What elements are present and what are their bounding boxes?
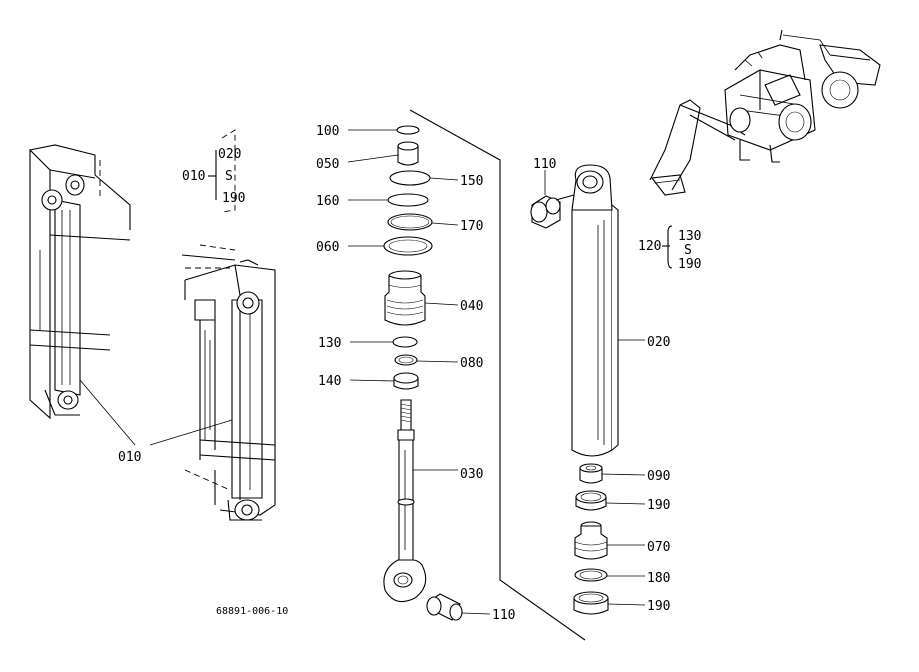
subgroup-from-label: 130 [678,229,701,244]
part-label-060: 060 [316,240,339,255]
part-090-shape [579,463,603,484]
part-label-190-upper: 190 [647,498,670,513]
part-040-shape [384,270,426,326]
group-callout: 010 020 S 190 [182,129,245,213]
part-label-160: 160 [316,194,339,209]
part-130-shape [392,336,418,348]
assembly-label: 010 [118,450,141,465]
part-110-upper-shape [530,195,561,229]
assembly-bracket-line [409,109,586,641]
part-label-020: 020 [647,335,670,350]
part-label-090: 090 [647,469,670,484]
part-label-100: 100 [316,124,339,139]
part-label-030: 030 [460,467,483,482]
part-label-150: 150 [460,174,483,189]
subgroup-to-label: 190 [678,257,701,272]
group-to-label: 190 [222,191,245,206]
part-label-110-lower: 110 [492,608,515,623]
group-from-label: 020 [218,147,241,162]
part-150-shape [389,170,431,186]
part-080-shape [394,354,418,366]
part-170-shape [387,213,433,231]
part-label-110-upper: 110 [533,157,556,172]
part-label-140: 140 [318,374,341,389]
part-label-040: 040 [460,299,483,314]
group-range-mark: S [225,169,233,184]
part-label-170: 170 [460,219,483,234]
part-label-070: 070 [647,540,670,555]
subgroup-range-mark: S [684,243,692,258]
part-020-shape [555,164,619,457]
frame-assembly-illustration [29,144,276,521]
subgroup-callout: 120 130 S 190 [638,225,701,272]
subgroup-assembly-label: 120 [638,239,661,254]
group-assembly-label: 010 [182,169,205,184]
part-110-lower-shape [426,593,463,621]
part-030-shape [383,399,427,603]
part-160-shape [387,193,429,207]
part-050-shape [397,145,419,166]
part-190-upper-shape [575,490,607,511]
drawing-code: 68891-006-10 [216,606,288,617]
part-label-050: 050 [316,157,339,172]
part-190-lower-shape [573,591,609,615]
part-label-180: 180 [647,571,670,586]
part-label-080: 080 [460,356,483,371]
part-label-190-lower: 190 [647,599,670,614]
tractor-backhoe-thumbnail [649,29,881,196]
part-070-shape [574,521,608,560]
part-100-shape [396,125,420,135]
part-label-130: 130 [318,336,341,351]
